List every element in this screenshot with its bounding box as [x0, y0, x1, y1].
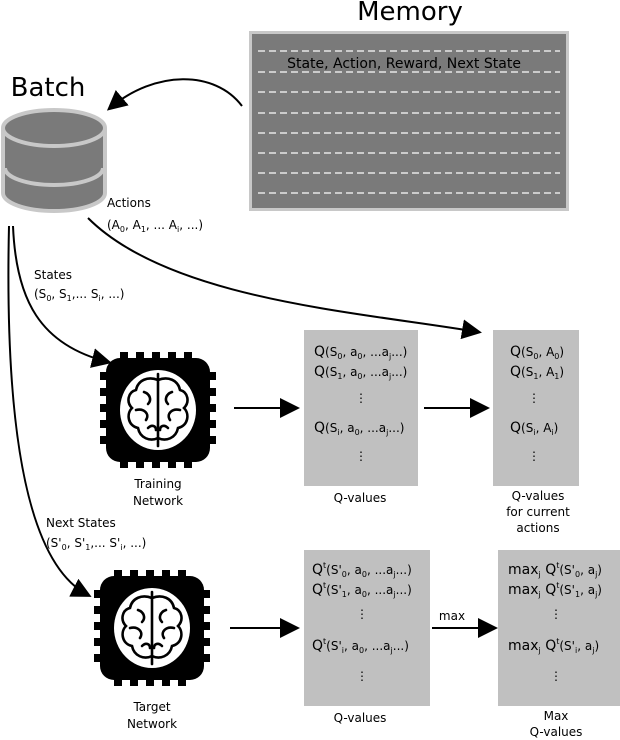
memory-table	[249, 31, 569, 211]
actions-arrow	[87, 217, 482, 340]
training-q-caption: Q-values	[334, 491, 387, 505]
svg-text:Q(S1, a0, ...aj...): Q(S1, a0, ...aj...)	[314, 364, 407, 381]
svg-text:⋮: ⋮	[356, 669, 368, 683]
max-q-values-box: maxj Qt(S'0, aj) maxj Qt(S'1, aj) ⋮ maxj…	[498, 550, 620, 706]
svg-text:⋮: ⋮	[355, 449, 367, 463]
svg-text:⋮: ⋮	[355, 391, 367, 405]
svg-text:⋮: ⋮	[528, 449, 540, 463]
target-q-values-box: Qt(S'0, a0, ...aj...) Qt(S'1, a0, ...aj.…	[304, 550, 430, 706]
svg-text:maxj Qt(S'0, aj): maxj Qt(S'0, aj)	[508, 561, 602, 579]
max-label: max	[439, 609, 465, 623]
next-states-label: Next States	[46, 516, 116, 530]
svg-text:Q(S0, A0): Q(S0, A0)	[510, 344, 564, 361]
current-q-caption-2: for current	[506, 505, 570, 519]
target-network-icon	[94, 570, 210, 686]
memory-to-batch-arrow	[106, 78, 243, 111]
svg-text:Qt(S'i, a0, ...aj...): Qt(S'i, a0, ...aj...)	[312, 637, 409, 655]
current-q-values-box: Q(S0, A0) Q(S1, A1) ⋮ Q(Si, Ai) ⋮	[493, 330, 579, 486]
batch-cylinder-icon	[1, 108, 107, 213]
training-network-label-1: Training	[133, 477, 181, 491]
svg-text:Qt(S'1, a0, ...aj...): Qt(S'1, a0, ...aj...)	[312, 581, 412, 599]
current-q-caption-3: actions	[516, 521, 559, 535]
next-states-values: (S'0, S'1,... S'i, ...)	[46, 536, 146, 552]
max-q-caption-1: Max	[544, 709, 569, 723]
svg-text:Q(S1, A1): Q(S1, A1)	[510, 364, 564, 381]
svg-text:maxj Qt(S'1, aj): maxj Qt(S'1, aj)	[508, 581, 602, 599]
max-q-caption-2: Q-values	[530, 725, 583, 739]
memory-title: Memory	[357, 0, 463, 27]
svg-text:Q(S0, a0, ...aj...): Q(S0, a0, ...aj...)	[314, 344, 407, 361]
states-label: States	[34, 268, 72, 282]
target-q-caption: Q-values	[334, 711, 387, 725]
states-arrow	[12, 225, 112, 368]
svg-text:⋮: ⋮	[550, 607, 562, 621]
states-values: (S0, S1,... Si, ...)	[34, 287, 124, 303]
target-network-label-1: Target	[132, 700, 170, 714]
svg-text:⋮: ⋮	[550, 669, 562, 683]
target-network-label-2: Network	[127, 717, 177, 731]
svg-text:⋮: ⋮	[356, 607, 368, 621]
actions-label: Actions	[107, 196, 151, 210]
svg-text:Q(Si, Ai): Q(Si, Ai)	[510, 420, 558, 437]
next-states-arrow	[7, 225, 92, 597]
training-network-label-2: Network	[133, 494, 183, 508]
svg-text:Q(Si, a0, ...aj...): Q(Si, a0, ...aj...)	[314, 420, 404, 437]
current-q-caption-1: Q-values	[512, 489, 565, 503]
training-network-icon	[100, 352, 216, 468]
svg-text:⋮: ⋮	[528, 391, 540, 405]
actions-values: (A0, A1, ... Ai, ...)	[107, 218, 203, 234]
memory-header: State, Action, Reward, Next State	[287, 56, 521, 72]
batch-title: Batch	[11, 73, 86, 103]
svg-text:maxj Qt(S'i, aj): maxj Qt(S'i, aj)	[508, 637, 599, 655]
training-q-values-box: Q(S0, a0, ...aj...) Q(S1, a0, ...aj...) …	[304, 330, 418, 486]
svg-text:Qt(S'0, a0, ...aj...): Qt(S'0, a0, ...aj...)	[312, 561, 412, 579]
